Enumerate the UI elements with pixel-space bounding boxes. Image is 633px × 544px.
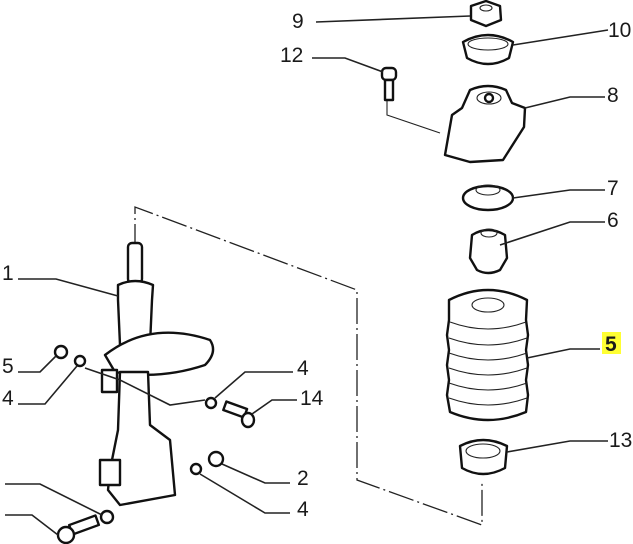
part-13-ring[interactable]	[458, 438, 509, 476]
callout-13: 13	[609, 429, 632, 452]
part-12-bolt[interactable]	[380, 66, 398, 102]
leader-axis-mid	[84, 367, 206, 406]
part-5-bellows[interactable]	[445, 288, 530, 422]
callout-4-mid: 4	[297, 357, 309, 380]
callout-1: 1	[2, 262, 14, 285]
part-5-nut-left[interactable]	[53, 344, 69, 360]
leader-bolt-bottom	[5, 514, 59, 536]
callout-6: 6	[607, 209, 619, 232]
part-8-top-mount[interactable]	[443, 84, 527, 164]
leader-2	[221, 463, 290, 484]
part-9-nut[interactable]	[469, 0, 503, 28]
callout-4-left: 4	[2, 387, 14, 410]
leader-13	[506, 440, 608, 453]
callout-8: 8	[607, 84, 619, 107]
part-4-washer-mid[interactable]	[204, 396, 218, 410]
leader-5-right	[526, 348, 600, 359]
washer-bottom[interactable]	[99, 509, 115, 525]
part-6-bump-stop[interactable]	[468, 228, 509, 275]
part-2-nut[interactable]	[207, 450, 225, 468]
leader-12	[312, 57, 384, 73]
part-10-cup[interactable]	[461, 33, 515, 66]
leader-4-left	[18, 365, 78, 405]
leader-9	[315, 15, 471, 23]
leader-6	[499, 221, 605, 246]
leader-10	[512, 29, 609, 46]
part-4-washer-lower[interactable]	[189, 462, 203, 476]
highlight-marker	[602, 332, 621, 354]
leader-4-lower	[199, 473, 290, 514]
leader-1	[18, 278, 119, 297]
part-14-bolt[interactable]	[222, 400, 256, 429]
leader-4-mid	[214, 371, 293, 399]
leader-washer-bottom	[5, 483, 103, 516]
callout-7: 7	[607, 177, 619, 200]
callout-5-highlighted[interactable]: 5	[605, 333, 617, 356]
part-1-strut[interactable]	[98, 241, 215, 507]
bolt-bottom[interactable]	[56, 514, 101, 544]
callout-5-left: 5	[2, 355, 14, 378]
callout-12: 12	[280, 44, 303, 67]
part-4-washer-upper[interactable]	[73, 354, 87, 368]
callout-14: 14	[300, 387, 324, 410]
part-7-plate[interactable]	[461, 184, 515, 212]
callout-2: 2	[297, 467, 309, 490]
leader-7	[512, 189, 605, 199]
leader-14	[251, 399, 297, 415]
callout-9: 9	[292, 10, 304, 33]
callout-4-lower: 4	[297, 498, 309, 521]
leader-5-left	[18, 355, 57, 373]
bolt-axis-line	[386, 97, 441, 134]
assembly-axis-line	[134, 206, 483, 526]
leader-8	[524, 96, 605, 109]
callout-10: 10	[608, 19, 631, 42]
